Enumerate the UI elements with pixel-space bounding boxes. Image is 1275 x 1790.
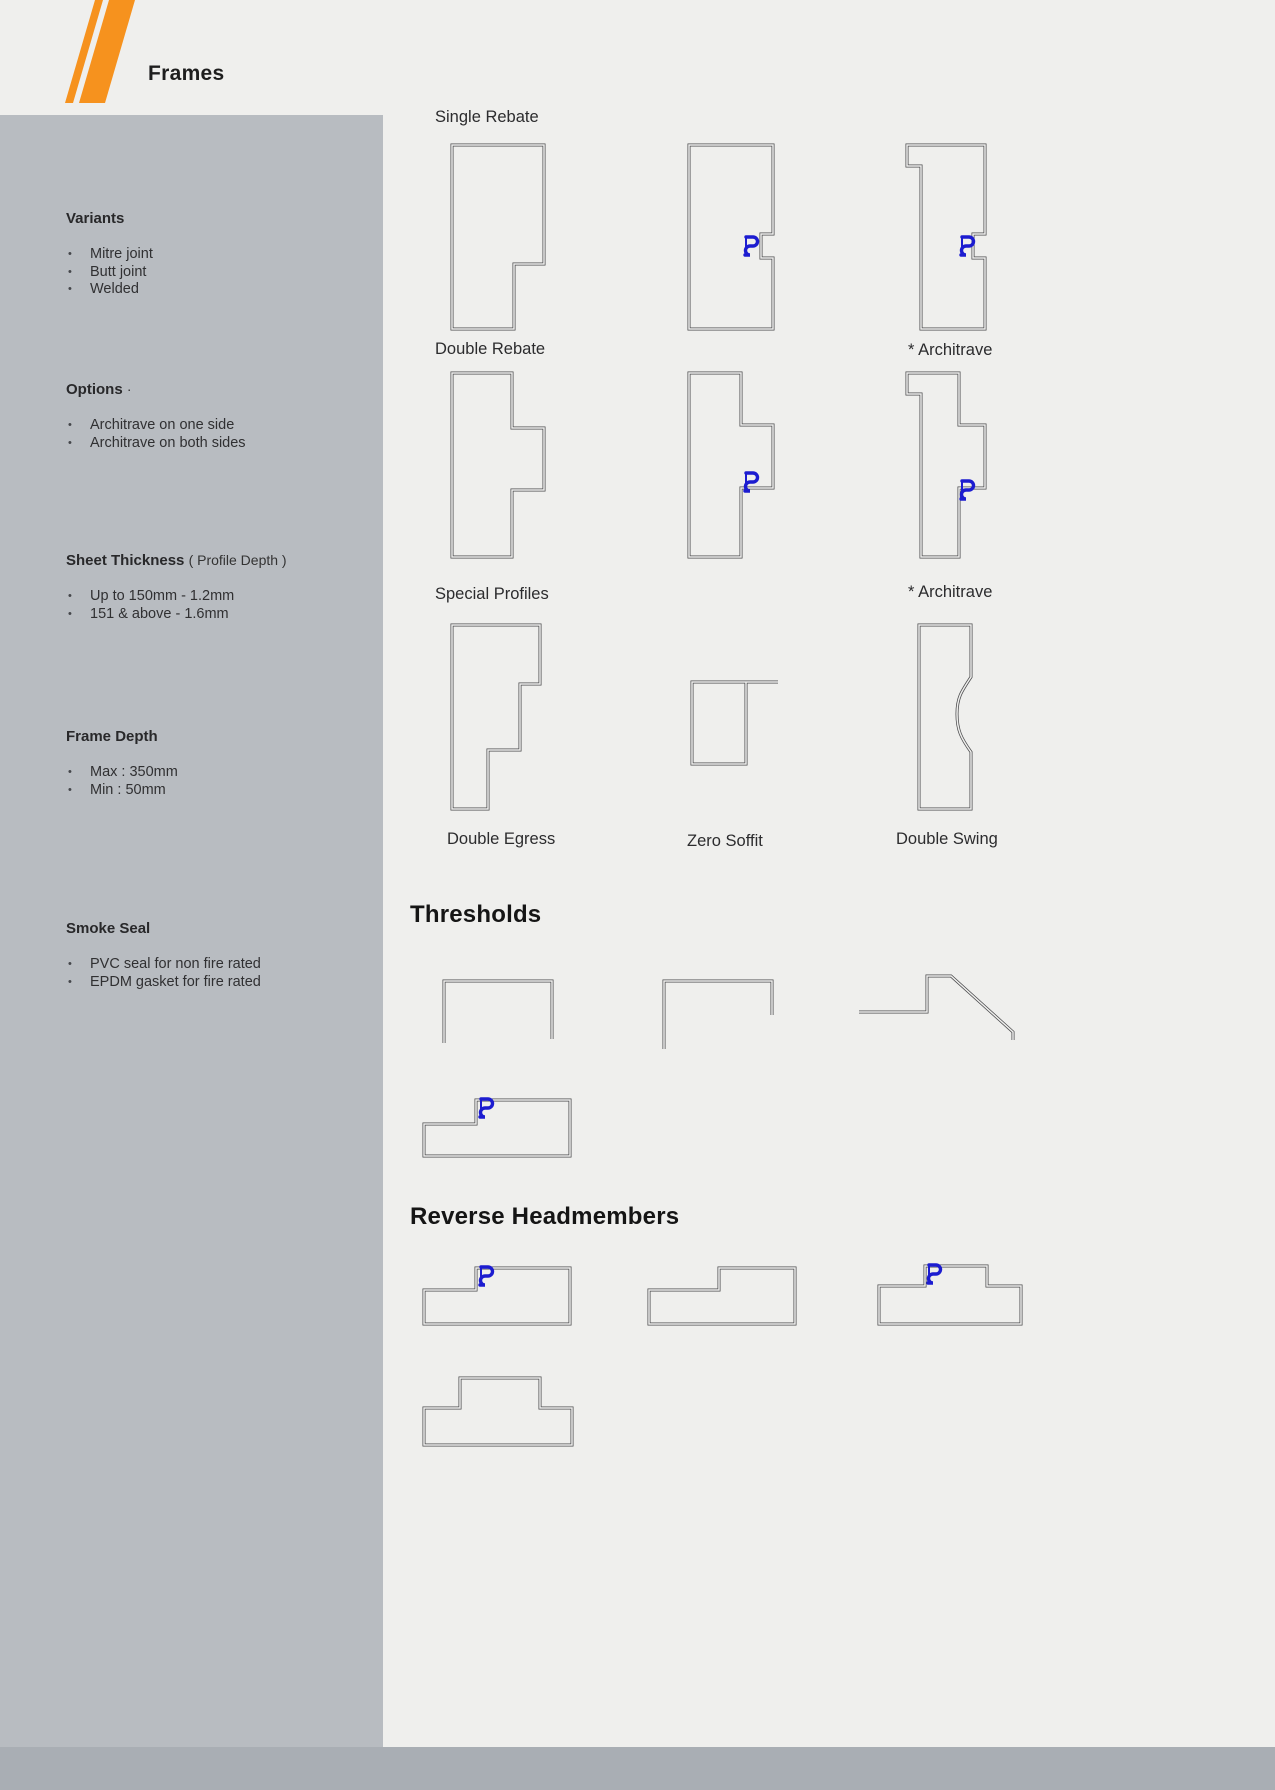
- sidebar-item: Butt joint: [66, 264, 366, 282]
- section-title-thresholds: Thresholds: [410, 901, 542, 928]
- label-double-swing: Double Swing: [896, 830, 998, 848]
- sidebar-section-smoke-seal: Smoke Seal PVC seal for non fire rated E…: [66, 920, 366, 991]
- label-architrave-2: * Architrave: [908, 583, 993, 601]
- smoke-seal-icon: [959, 235, 976, 257]
- sidebar-item: Up to 150mm - 1.2mm: [66, 588, 366, 606]
- drawing-threshold-2: [662, 979, 774, 1049]
- drawing-double-egress: [450, 623, 542, 811]
- sidebar-item: Max : 350mm: [66, 764, 366, 782]
- drawing-threshold-3: [859, 974, 1015, 1040]
- sidebar-section-title-options: Options ·: [66, 381, 132, 398]
- drawing-reverse-headmember-4: [422, 1376, 574, 1447]
- drawing-single-rebate-architrave: [905, 143, 987, 331]
- smoke-seal-icon: [478, 1265, 495, 1287]
- sidebar-item: Architrave on both sides: [66, 435, 366, 453]
- sidebar-item: Architrave on one side: [66, 417, 366, 435]
- footer-strip: [0, 1747, 1275, 1790]
- smoke-seal-icon: [959, 479, 976, 501]
- label-special-profiles: Special Profiles: [435, 585, 549, 603]
- label-double-rebate: Double Rebate: [435, 340, 546, 358]
- sidebar-section-options: Options · Architrave on one side Architr…: [66, 381, 366, 452]
- sidebar-item: 151 & above - 1.6mm: [66, 606, 366, 624]
- drawing-reverse-headmember-2: [647, 1266, 797, 1326]
- label-architrave-1: * Architrave: [908, 341, 993, 359]
- drawing-double-swing: [917, 623, 973, 811]
- label-zero-soffit: Zero Soffit: [687, 832, 763, 850]
- sidebar-section-title-smoke-seal: Smoke Seal: [66, 920, 151, 937]
- drawing-zero-soffit: [690, 680, 778, 766]
- drawing-double-rebate-architrave: [905, 371, 987, 559]
- sidebar-section-title-sheet-thickness: Sheet Thickness ( Profile Depth ): [66, 552, 287, 569]
- sidebar-item: Min : 50mm: [66, 782, 366, 800]
- sidebar-section-frame-depth: Frame Depth Max : 350mm Min : 50mm: [66, 728, 366, 799]
- page-title: Frames: [148, 62, 225, 85]
- sidebar-section-variants: Variants Mitre joint Butt joint Welded: [66, 210, 366, 299]
- drawing-double-rebate-1: [450, 371, 546, 559]
- drawing-single-rebate-2: [687, 143, 775, 331]
- sidebar-section-title-variants: Variants: [66, 210, 125, 227]
- drawing-reverse-headmember-3: [877, 1264, 1023, 1326]
- brand-logo-stripes-icon: [65, 0, 135, 103]
- drawing-threshold-4: [422, 1098, 572, 1158]
- smoke-seal-icon: [743, 471, 760, 493]
- label-double-egress: Double Egress: [447, 830, 556, 848]
- drawing-single-rebate-1: [450, 143, 546, 331]
- drawing-threshold-1: [442, 979, 554, 1043]
- smoke-seal-icon: [926, 1263, 943, 1285]
- sidebar-item: Mitre joint: [66, 246, 366, 264]
- sidebar-item: Welded: [66, 281, 366, 299]
- sidebar: Variants Mitre joint Butt joint Welded O…: [0, 115, 383, 1747]
- label-single-rebate: Single Rebate: [435, 108, 539, 126]
- drawing-double-rebate-2: [687, 371, 775, 559]
- sidebar-section-title-frame-depth: Frame Depth: [66, 728, 158, 745]
- sidebar-item: PVC seal for non fire rated: [66, 956, 366, 974]
- section-title-reverse-headmembers: Reverse Headmembers: [410, 1203, 680, 1230]
- sidebar-section-sheet-thickness: Sheet Thickness ( Profile Depth ) Up to …: [66, 552, 366, 623]
- sidebar-item: EPDM gasket for fire rated: [66, 974, 366, 992]
- smoke-seal-icon: [743, 235, 760, 257]
- drawing-reverse-headmember-1: [422, 1266, 572, 1326]
- smoke-seal-icon: [478, 1097, 495, 1119]
